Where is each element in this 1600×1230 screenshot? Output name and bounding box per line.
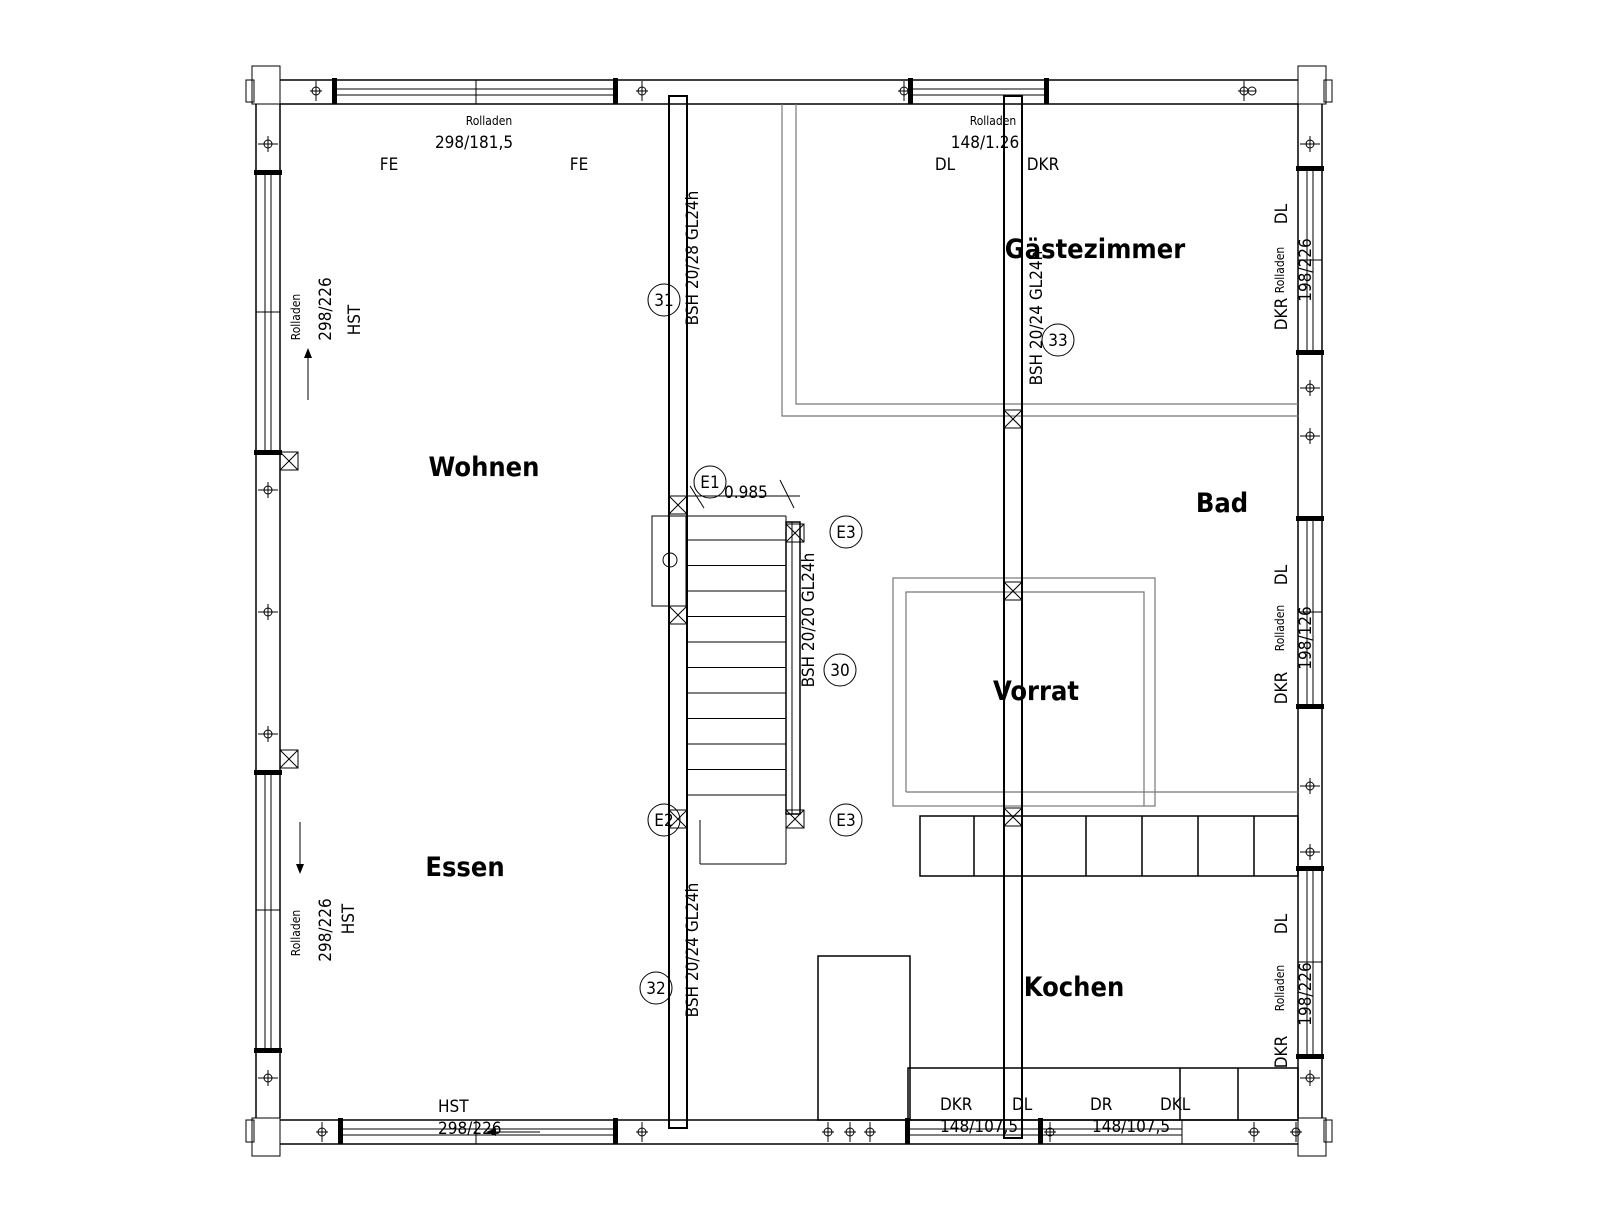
room-kochen: Kochen [1024, 972, 1125, 1003]
room-bad: Bad [1196, 488, 1248, 519]
marker-33: 33 [1048, 331, 1067, 351]
top-right-rolladen: Rolladen [970, 114, 1017, 128]
bottom-size-1: 148/107,5 [940, 1117, 1018, 1137]
beam-30-label: BSH 20/20 GL24h [799, 553, 819, 688]
right-lower-size: 198/226 [1296, 962, 1316, 1026]
interior-walls [781, 104, 1299, 1121]
bottom-hst: HST [438, 1097, 469, 1117]
marker-31: 31 [654, 291, 673, 311]
bottom-dkl: DKL [1160, 1095, 1191, 1115]
right-upper-dkr: DKR [1272, 297, 1292, 330]
right-lower-rolladen: Rolladen [1273, 965, 1287, 1012]
right-lower-dkr: DKR [1272, 1035, 1292, 1068]
bottom-size-2: 148/107,5 [1092, 1117, 1170, 1137]
left-upper-type: HST [345, 304, 365, 335]
left-upper-rolladen: Rolladen [289, 294, 303, 341]
right-upper-dl: DL [1272, 203, 1292, 224]
left-lower-size: 298/226 [316, 898, 336, 962]
marker-30: 30 [830, 661, 849, 681]
top-fe-1: FE [380, 155, 398, 175]
marker-e3-top: E3 [836, 523, 855, 543]
right-middle-dl: DL [1272, 564, 1292, 585]
sliding-door-arrows [296, 348, 540, 1136]
room-wohnen: Wohnen [429, 452, 540, 483]
marker-32: 32 [646, 979, 665, 999]
marker-e2: E2 [654, 811, 673, 831]
beams [668, 95, 1023, 1139]
right-upper-size: 198/226 [1296, 238, 1316, 302]
bottom-dkr: DKR [940, 1095, 973, 1115]
top-dkr: DKR [1027, 155, 1060, 175]
beam-31-label: BSH 20/28 GL24h [683, 191, 703, 326]
top-dl: DL [935, 155, 956, 175]
left-lower-type: HST [339, 903, 359, 934]
beam-32-label: BSH 20/24 GL24h [683, 883, 703, 1018]
right-middle-size: 198/126 [1296, 606, 1316, 670]
beam-33-label: BSH 20/24 GL24h [1027, 251, 1047, 386]
right-middle-dkr: DKR [1272, 671, 1292, 704]
dimension-label: 0.985 [724, 483, 768, 503]
bottom-hst-size: 298/226 [438, 1119, 502, 1139]
left-upper-size: 298/226 [316, 277, 336, 341]
top-left-size: 298/181,5 [435, 133, 513, 153]
bottom-dl: DL [1012, 1095, 1033, 1115]
room-gaestezimmer: Gästezimmer [1005, 234, 1185, 265]
right-middle-rolladen: Rolladen [1273, 605, 1287, 652]
top-left-rolladen: Rolladen [466, 114, 513, 128]
wall-post-markers [254, 78, 1324, 1144]
marker-e3-bottom: E3 [836, 811, 855, 831]
room-vorrat: Vorrat [993, 676, 1079, 707]
top-right-size: 148/1.26 [951, 133, 1019, 153]
left-lower-rolladen: Rolladen [289, 910, 303, 957]
marker-e1: E1 [700, 473, 719, 493]
right-lower-dl: DL [1272, 913, 1292, 934]
staircase [651, 479, 801, 865]
right-upper-rolladen: Rolladen [1273, 247, 1287, 294]
top-fe-2: FE [570, 155, 588, 175]
markers [639, 283, 1075, 1005]
outer-walls [245, 65, 1333, 1157]
bottom-dr: DR [1090, 1095, 1113, 1115]
room-essen: Essen [425, 852, 504, 883]
